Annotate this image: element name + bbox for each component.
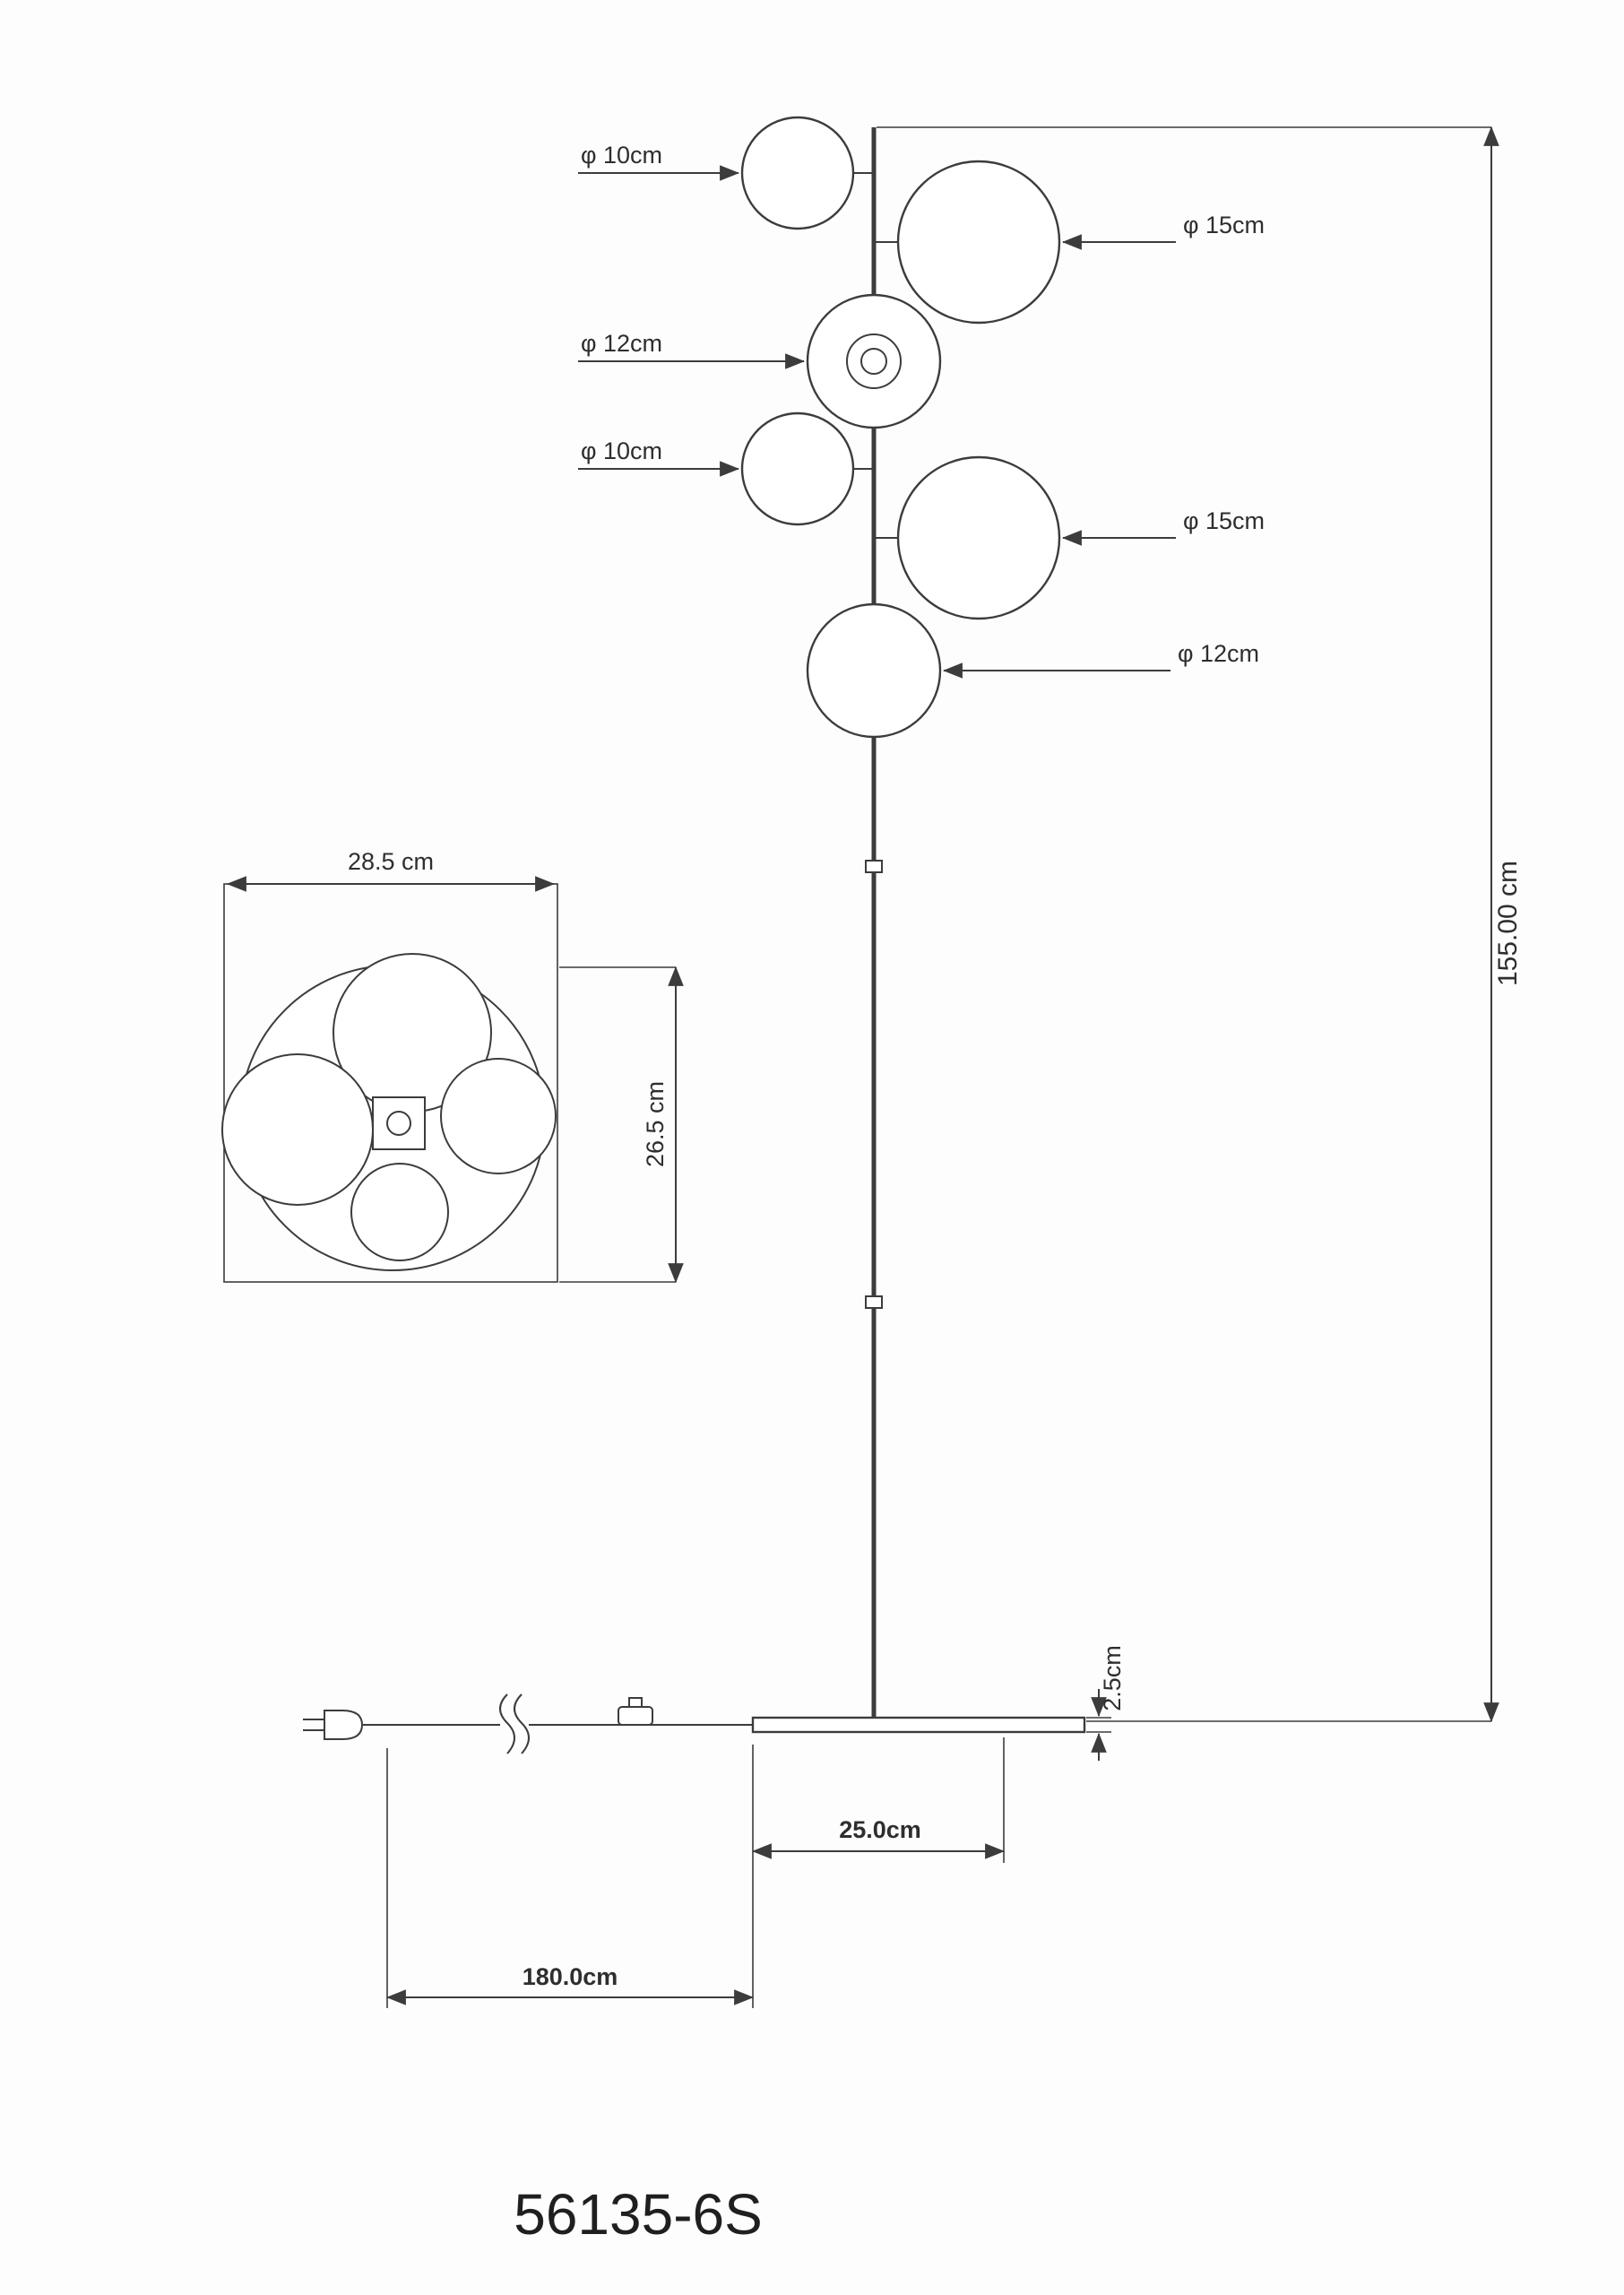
lamp-globes bbox=[740, 116, 1061, 739]
model-number: 56135-6S bbox=[514, 2182, 763, 2247]
height-dimension: 155.00 cm bbox=[877, 126, 1523, 1723]
callout-globe2-label: φ 15cm bbox=[1183, 212, 1265, 238]
pole-joint-upper bbox=[865, 860, 883, 873]
pole-joint-lower bbox=[865, 1295, 883, 1309]
plan-globe-bottom bbox=[350, 1163, 449, 1261]
callout-globe4: φ 10cm bbox=[578, 437, 740, 477]
plan-globe-left bbox=[221, 1053, 374, 1206]
plan-view: 28.5 cm 26.5 cm bbox=[221, 848, 684, 1284]
cord-break-wave-left bbox=[499, 1693, 515, 1754]
base-plate bbox=[751, 1716, 1086, 1734]
base-thickness-label: 2.5cm bbox=[1099, 1645, 1126, 1711]
base: 2.5cm bbox=[751, 1645, 1126, 1761]
cord-break-symbol bbox=[499, 1693, 530, 1755]
callout-globe3-label: φ 12cm bbox=[581, 330, 662, 357]
globe-15cm-top bbox=[896, 160, 1061, 325]
power-plug-icon bbox=[303, 1710, 364, 1740]
cord-length-label: 180.0cm bbox=[523, 1963, 618, 1990]
plan-depth-label: 26.5 cm bbox=[642, 1081, 669, 1167]
globe-callouts: φ 10cm φ 15cm φ 12cm φ 10cm φ 15cm φ 12c… bbox=[578, 142, 1265, 679]
inline-switch-icon bbox=[618, 1697, 653, 1726]
base-width-label: 25.0cm bbox=[839, 1816, 921, 1843]
globe-10cm-top bbox=[740, 116, 855, 230]
callout-globe6: φ 12cm bbox=[942, 640, 1259, 679]
callout-globe5-label: φ 15cm bbox=[1183, 507, 1265, 534]
globe-12cm-bottom bbox=[806, 602, 942, 739]
plug-body bbox=[324, 1710, 364, 1740]
callout-globe6-label: φ 12cm bbox=[1178, 640, 1259, 667]
callout-globe1-label: φ 10cm bbox=[581, 142, 662, 169]
callout-globe1: φ 10cm bbox=[578, 142, 740, 181]
plan-pole-section bbox=[386, 1111, 411, 1136]
callout-globe3: φ 12cm bbox=[578, 330, 806, 369]
globe-12cm-socket bbox=[860, 348, 887, 375]
callout-globe5: φ 15cm bbox=[1061, 507, 1265, 546]
callout-globe2: φ 15cm bbox=[1061, 212, 1265, 250]
globe-15cm-mid bbox=[896, 455, 1061, 620]
callout-globe4-label: φ 10cm bbox=[581, 437, 662, 464]
plan-width-label: 28.5 cm bbox=[348, 848, 434, 875]
cord-break-wave-right bbox=[514, 1693, 530, 1754]
base-width-dimension: 25.0cm bbox=[751, 1737, 1006, 1863]
plan-globe-right bbox=[440, 1058, 557, 1174]
cord-length-dimension: 180.0cm bbox=[385, 1745, 755, 2008]
switch-body bbox=[618, 1706, 653, 1726]
height-dim-label: 155.00 cm bbox=[1493, 861, 1523, 986]
globe-10cm-mid bbox=[740, 411, 855, 526]
power-cord bbox=[303, 1693, 753, 1755]
